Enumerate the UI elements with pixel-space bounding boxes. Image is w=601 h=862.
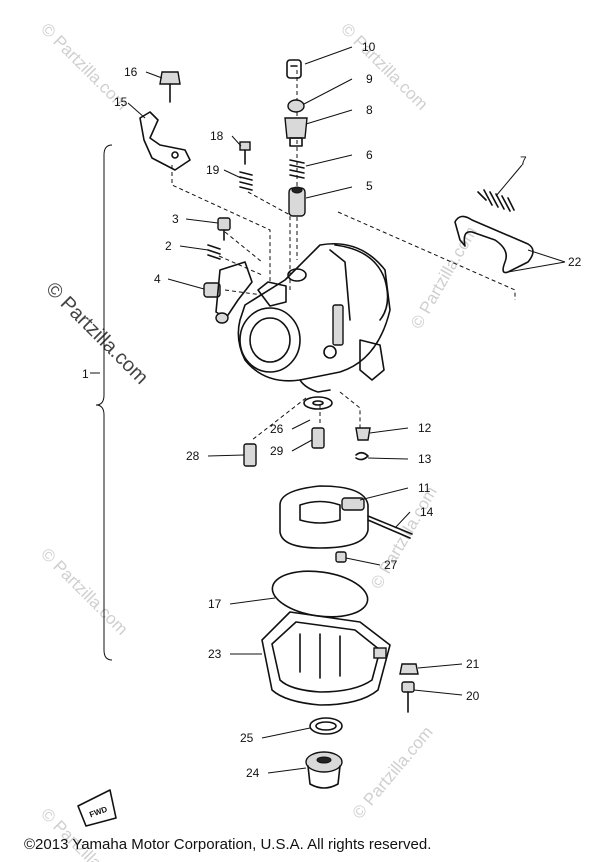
callout-10: 10: [362, 40, 376, 54]
callout-25: 25: [240, 731, 254, 745]
part-21-nut: [399, 663, 419, 675]
callout-24: 24: [246, 766, 260, 780]
callout-16: 16: [124, 65, 138, 79]
part-28-jet: [243, 443, 257, 467]
part-26-gasket: [303, 396, 333, 410]
callout-29: 29: [270, 444, 284, 458]
part-5-piston: [288, 186, 306, 217]
part-16-bolt: [159, 71, 181, 103]
callout-18: 18: [210, 129, 224, 143]
callout-14: 14: [420, 505, 434, 519]
part-7-spring: [477, 189, 515, 212]
part-3-screw: [217, 217, 231, 241]
watermark-7: © Partzilla.com: [37, 804, 131, 862]
watermark-6: © Partzilla.com: [349, 723, 437, 823]
part-2-spring: [207, 244, 221, 260]
forward-arrow-icon: FWD: [77, 789, 117, 827]
callout-7: 7: [520, 154, 527, 168]
callout-12: 12: [418, 421, 432, 435]
callout-27: 27: [384, 558, 398, 572]
part-11-float: [279, 485, 369, 549]
part-20-screw: [401, 681, 415, 713]
watermark-3: © Partzilla.com: [407, 223, 481, 332]
callout-6: 6: [366, 148, 373, 162]
callout-4: 4: [154, 272, 161, 286]
assembly-bracket: [95, 144, 113, 661]
part-27-screw: [335, 551, 347, 563]
callout-9: 9: [366, 72, 373, 86]
callout-19: 19: [206, 163, 220, 177]
part-10-screw: [286, 59, 302, 79]
watermark-2: © Partzilla.com: [337, 19, 431, 113]
callout-labels: 1 2 3 4 5 6 7 8 9 10 11 12 13 14 15 16 1…: [82, 40, 582, 780]
callout-20: 20: [466, 689, 480, 703]
callout-11: 11: [418, 481, 431, 495]
copyright-notice: ©2013 Yamaha Motor Corporation, U.S.A. A…: [24, 836, 432, 853]
part-9-nut: [287, 99, 305, 113]
callout-26: 26: [270, 422, 284, 436]
part-8-valve: [284, 117, 308, 147]
callout-3: 3: [172, 212, 179, 226]
callout-13: 13: [418, 452, 432, 466]
callout-21: 21: [466, 657, 480, 671]
part-22-clamp: [454, 215, 534, 274]
part-6-spring: [289, 159, 305, 179]
part-17-gasket: [271, 570, 369, 618]
part-12-needle-valve: [355, 427, 371, 441]
leader-lines: [90, 46, 566, 774]
part-19-spring: [239, 171, 253, 191]
part-18-screw: [239, 141, 251, 165]
part-14-pin: [367, 515, 413, 539]
watermark-main: © Partzilla.com: [41, 278, 152, 389]
callout-23: 23: [208, 647, 222, 661]
callout-2: 2: [165, 239, 172, 253]
part-23-float-bowl: [261, 611, 391, 706]
callout-28: 28: [186, 449, 200, 463]
part-24-drain-plug: [305, 751, 343, 789]
part-13-clip: [355, 451, 369, 461]
callout-15: 15: [114, 95, 128, 109]
part-29-jet: [311, 427, 325, 449]
callout-22: 22: [568, 255, 582, 269]
fwd-label: FWD: [88, 805, 108, 820]
watermark-4: © Partzilla.com: [37, 544, 131, 638]
callout-1: 1: [82, 367, 89, 381]
callout-17: 17: [208, 597, 222, 611]
callout-5: 5: [366, 179, 373, 193]
callout-8: 8: [366, 103, 373, 117]
part-4-throttle-stop: [203, 282, 221, 298]
part-25-o-ring: [309, 717, 343, 735]
watermark-5: © Partzilla.com: [367, 483, 441, 592]
part-15-bracket: [139, 111, 191, 171]
carburetor-body: [215, 243, 391, 393]
